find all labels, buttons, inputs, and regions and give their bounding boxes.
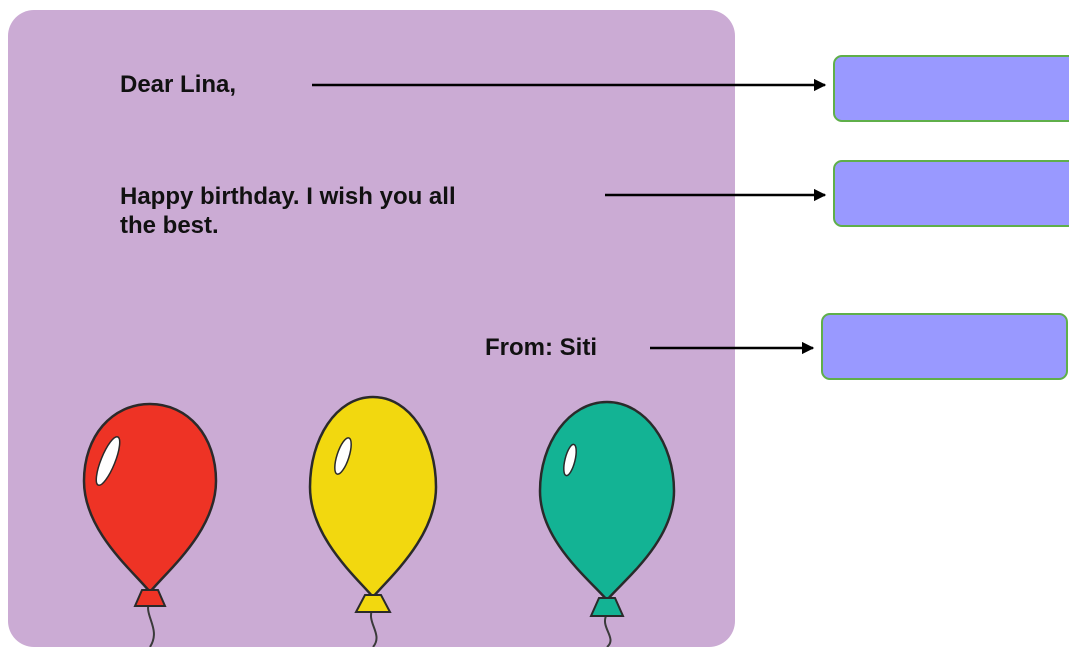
red-balloon [82, 402, 218, 647]
message-line-1: Happy birthday. I wish you all [120, 183, 456, 210]
greeting-text: Dear Lina, [120, 71, 237, 98]
yellow-balloon [308, 395, 438, 647]
message-line-2: the best. [120, 212, 219, 239]
answer-box-message[interactable] [833, 160, 1069, 227]
sender-text: From: Siti [485, 334, 597, 361]
answer-box-greeting[interactable] [833, 55, 1069, 122]
answer-box-sender[interactable] [821, 313, 1068, 380]
green-balloon [538, 400, 676, 647]
message-text: Happy birthday. I wish you all the best. [120, 182, 456, 240]
